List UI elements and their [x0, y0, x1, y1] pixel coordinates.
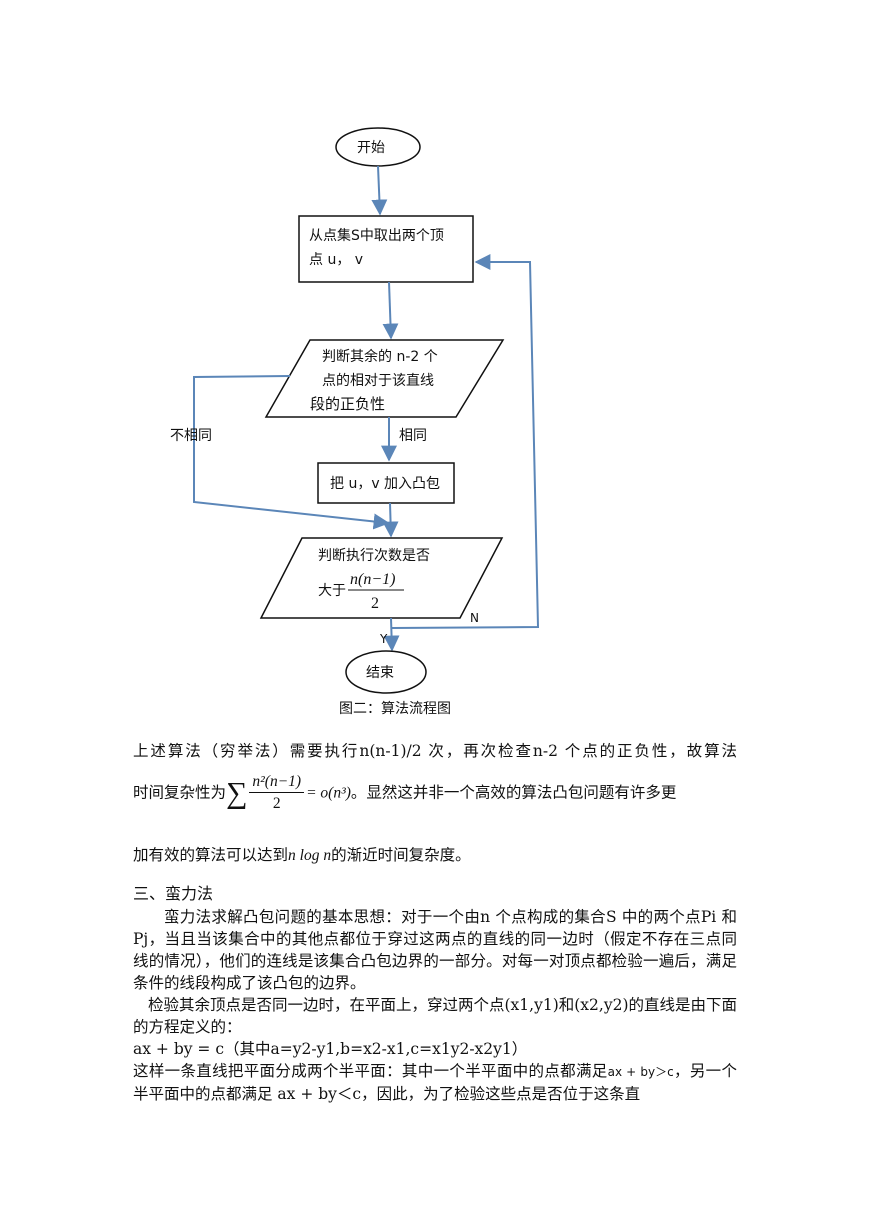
check-text-1: 判断执行次数是否: [318, 548, 430, 564]
p4-a: 这样一条直线把平面分成两个半平面：其中一个半平面中的点都满足: [133, 1062, 608, 1080]
check-fraction-denominator: 2: [371, 595, 379, 612]
decision-count-check: [259, 537, 504, 619]
process-add-hull-text: 把 u，v 加入凸包: [330, 476, 440, 492]
complexity-denominator: 2: [272, 795, 281, 812]
process-pick-text-2: 点 u， v: [309, 252, 363, 268]
decision-sign-check: [264, 339, 505, 418]
sum-symbol: ∑: [226, 776, 248, 810]
process-pick-points: [298, 215, 474, 283]
p4-c: ，另一个半平面中的点都满足 ax + by＜c，因此，为了检验这些点是否位于这条…: [133, 1062, 737, 1103]
body-paragraph-4: 这样一条直线把平面分成两个半平面：其中一个半平面中的点都满足ax + by＞c，…: [133, 1060, 737, 1105]
p3-suffix: 的渐近时间复杂度。: [331, 846, 471, 864]
p3-prefix: 加有效的算法可以达到: [133, 846, 289, 864]
body-paragraph-2: 检验其余顶点是否同一边时，在平面上，穿过两个点(x1,y1)和(x2,y2)的直…: [133, 996, 737, 1036]
body-paragraph-3: ax + by = c（其中a=y2-y1,b=x2-x1,c=x1y2-x2y…: [133, 1040, 528, 1058]
label-n: N: [470, 611, 479, 625]
p3-math: n log n: [288, 847, 332, 864]
label-y: Y: [379, 632, 388, 646]
decision-text-1: 判断其余的 n-2 个: [322, 348, 438, 365]
p2-prefix: 时间复杂性为: [133, 783, 227, 802]
start-label: 开始: [357, 140, 385, 156]
paragraph-complexity-1: 上述算法（穷举法）需要执行n(n-1)/2 次，再次检查n-2 个点的正负性，故…: [133, 742, 737, 760]
label-not-same: 不相同: [170, 428, 212, 444]
section-body: 蛮力法求解凸包问题的基本思想：对于一个由n 个点构成的集合S 中的两个点Pi 和…: [133, 906, 737, 1105]
check-prefix: 大于: [318, 583, 346, 599]
complexity-result: = o(n³): [306, 784, 351, 802]
body-paragraph-1: 蛮力法求解凸包问题的基本思想：对于一个由n 个点构成的集合S 中的两个点Pi 和…: [133, 908, 737, 992]
p2-suffix: 。显然这并非一个高效的算法凸包问题有许多更: [350, 783, 677, 802]
complexity-fraction: n²(n−1) 2: [249, 772, 305, 815]
end-label: 结束: [366, 665, 394, 681]
algorithm-flowchart: 开始 从点集S中取出两个顶 点 u， v 判断其余的 n-2 个 点的相对于该直…: [170, 127, 540, 694]
paragraph-complexity-3: 加有效的算法可以达到n log n的渐近时间复杂度。: [133, 840, 737, 871]
end-node: [345, 650, 427, 694]
decision-text-3: 段的正负性: [310, 395, 385, 413]
decision-text-2: 点的相对于该直线: [322, 372, 434, 389]
section-heading: 三、蛮力法: [133, 884, 214, 903]
paragraph-complexity-2: 时间复杂性为∑n²(n−1) 2 = o(n³)。显然这并非一个高效的算法凸包问题有…: [133, 772, 737, 815]
process-pick-text-1: 从点集S中取出两个顶: [309, 227, 444, 244]
complexity-numerator: n²(n−1): [249, 772, 305, 793]
check-fraction-numerator: n(n−1): [350, 571, 395, 588]
process-add-hull: [317, 462, 455, 504]
label-same: 相同: [399, 428, 427, 444]
p4-b: ax + by＞c: [607, 1065, 674, 1079]
figure-caption: 图二：算法流程图: [339, 701, 451, 717]
